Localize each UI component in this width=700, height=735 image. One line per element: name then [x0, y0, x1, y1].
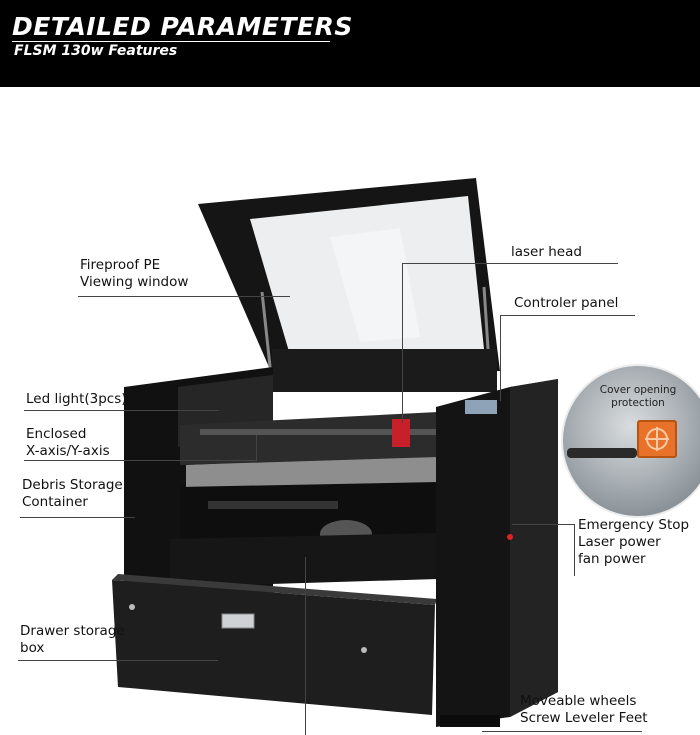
product-stage: Cover opening protection Fireproof PE Vi… [0, 87, 700, 735]
storage-drawer [112, 580, 435, 715]
leader-wheels [482, 731, 642, 732]
gantry-rail [200, 429, 440, 435]
cover-hinge-bar [567, 448, 637, 458]
label-drawer-line2: box [20, 640, 45, 656]
laser-head-carriage [392, 419, 410, 447]
label-emergency-line3: fan power [578, 551, 646, 567]
leader-controller-drop [500, 315, 501, 401]
wheel-base [440, 715, 500, 727]
leader-debris [20, 517, 135, 518]
laser-machine-illustration [112, 178, 558, 727]
debris-tray [208, 501, 338, 509]
label-wheels-line1: Moveable wheels [520, 693, 637, 709]
inset-label-line1: Cover opening [599, 384, 677, 396]
page-title: DETAILED PARAMETERS [12, 12, 353, 41]
leader-emergency-bracket [574, 524, 575, 576]
emergency-stop-light [507, 534, 513, 540]
front-rail [170, 533, 438, 587]
leader-center-drop [305, 557, 306, 735]
label-led-light: Led light(3pcs) [26, 391, 127, 407]
leader-laser-head-drop [402, 263, 403, 423]
label-controller-panel: Controler panel [514, 295, 619, 311]
drawer-handle [221, 613, 255, 629]
right-cabinet-side [510, 379, 558, 717]
leader-laser-head [402, 263, 618, 264]
cover-sensor-target-icon [637, 420, 677, 458]
middle-compartment [180, 482, 438, 547]
label-enclosed-line1: Enclosed [26, 426, 87, 442]
leader-controller-panel [500, 315, 635, 316]
label-fireproof-line1: Fireproof PE [80, 257, 161, 273]
drawer-top-edge [112, 574, 437, 605]
label-debris-line1: Debris Storage [22, 477, 123, 493]
inset-label-line2: protection [611, 397, 665, 409]
label-fireproof-line2: Viewing window [80, 274, 189, 290]
rear-panel [272, 349, 497, 392]
lid-glass-shade [330, 228, 420, 342]
drawer-lock-left [129, 604, 135, 610]
leader-enclosed [24, 460, 256, 461]
label-wheels-line2: Screw Leveler Feet [520, 710, 648, 726]
label-emergency-line1: Emergency Stop [578, 517, 690, 533]
leader-fireproof [78, 296, 290, 297]
leader-led-light [24, 410, 219, 411]
header-banner: DETAILED PARAMETERS FLSM 130w Features [0, 0, 700, 87]
leader-emergency [512, 524, 574, 525]
cover-opening-inset: Cover opening protection [561, 364, 700, 518]
bed-frame [180, 412, 438, 465]
label-emergency-line2: Laser power [578, 534, 661, 550]
label-debris-line2: Container [22, 494, 88, 510]
label-enclosed-line2: X-axis/Y-axis [26, 443, 110, 459]
page-subtitle: FLSM 130w Features [14, 43, 178, 59]
title-underline [12, 41, 330, 42]
label-laser-head: laser head [511, 244, 582, 260]
leader-drawer [18, 660, 218, 661]
label-drawer-line1: Drawer storage [20, 623, 125, 639]
drawer-lock-right [361, 647, 367, 653]
control-panel-screen [465, 400, 497, 414]
leader-enclosed-rise [256, 435, 257, 461]
